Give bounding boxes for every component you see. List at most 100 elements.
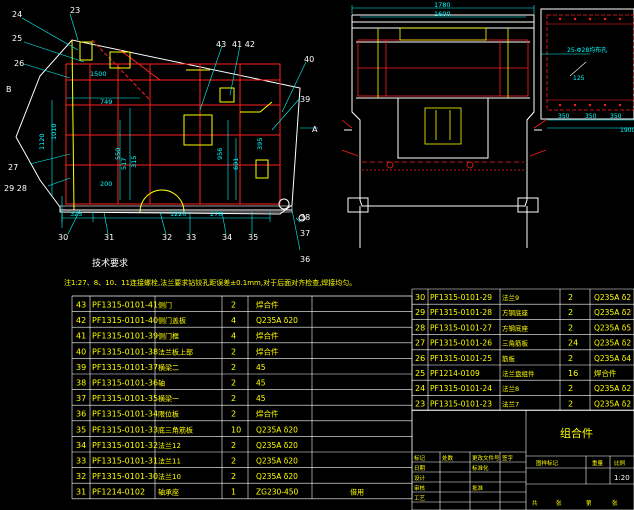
balloon-A: A: [312, 125, 318, 134]
bom-material: 45: [256, 363, 266, 372]
title-block-label: 日期: [414, 465, 426, 472]
title-block-header: 比例: [614, 459, 626, 467]
balloon-39: 39: [300, 95, 310, 104]
balloon-26: 26: [14, 59, 24, 68]
title-block-label: 签字: [502, 454, 514, 462]
bom-code: PF1315-0101-32: [92, 441, 158, 450]
dim-749: 749: [100, 98, 112, 106]
section-title: 技术要求: [92, 257, 128, 269]
bom-code: PF1214-0102: [92, 488, 145, 497]
balloon-38: 38: [300, 213, 310, 222]
bom-no: 36: [76, 410, 86, 419]
bom-material: Q235A δ4: [594, 354, 631, 363]
bom-name: 法兰9: [502, 293, 519, 302]
bom-qty: 2: [568, 384, 573, 393]
title-block-label: 更改文件号: [472, 454, 500, 462]
title-block-header: 共: [532, 499, 538, 507]
bom-qty: 2: [568, 399, 573, 408]
bom-name: 底三角筋板: [158, 425, 193, 434]
balloon-40: 40: [304, 55, 314, 64]
bom-material: Q235A δ2: [594, 339, 631, 348]
bom-no: 33: [76, 457, 86, 466]
bom-qty: 1: [231, 488, 236, 497]
bom-code: PF1315-0101-39: [92, 332, 158, 341]
balloon-43: 43: [216, 40, 226, 49]
detail-dim-350-b: 350: [585, 113, 597, 120]
bom-no: 37: [76, 394, 86, 403]
bom-no: 30: [415, 293, 425, 302]
detail-dim-350-c: 350: [610, 113, 622, 120]
bom-no: 42: [76, 316, 86, 325]
bom-no: 25: [415, 369, 425, 378]
title-block-header: 重量: [592, 459, 604, 467]
title-block-label: 工艺: [414, 495, 426, 502]
bom-code: PF1315-0101-31: [92, 457, 158, 466]
bom-no: 26: [415, 354, 425, 363]
bom-material: Q235A δ20: [256, 425, 298, 434]
bom-material: 焊合件: [256, 300, 279, 310]
bom-name: 限位板: [158, 410, 179, 419]
bom-material: ZG230-450: [256, 488, 299, 497]
bom-code: PF1214-0109: [430, 369, 480, 378]
bom-material: Q235A δ20: [256, 457, 298, 466]
dim-325: 325: [70, 210, 82, 218]
bom-no: 39: [76, 363, 86, 372]
dim-1120: 1120: [38, 133, 46, 150]
dim-1500: 1500: [90, 70, 107, 78]
bom-name: 法兰板上部: [158, 347, 193, 356]
bom-no: 23: [415, 399, 425, 408]
balloon-B: B: [6, 85, 12, 94]
bom-name: 方钢底座: [502, 308, 529, 317]
title-block-label: 处数: [442, 454, 454, 462]
bom-code: PF1315-0101-25: [430, 354, 492, 363]
bom-name: 法兰10: [158, 472, 181, 481]
bom-material: Q235A δ2: [594, 293, 631, 302]
bom-name: 横梁二: [158, 363, 179, 372]
title-block: 组合件 1:20 标记处数更改文件号签字日期设计标准化审核工艺批准 图样标记重量…: [411, 409, 634, 510]
bom-qty: 4: [231, 332, 236, 341]
bom-code: PF1315-0101-28: [430, 308, 492, 317]
dim-395: 395: [256, 138, 264, 150]
title-block-label: 批准: [472, 484, 484, 492]
front-view: 1780 1600: [341, 1, 547, 248]
balloon-32: 32: [162, 233, 172, 242]
bom-qty: 2: [231, 457, 236, 466]
detail-hole-label: 25-Φ28均布孔: [567, 46, 607, 54]
dim-1220: 1220: [170, 210, 187, 218]
bom-no: 43: [76, 301, 86, 310]
dim-517: 517: [120, 158, 128, 170]
bom-no: 29: [415, 308, 425, 317]
bom-qty: 2: [231, 394, 236, 403]
bom-material: Q235A δ2: [594, 399, 631, 408]
bom-qty: 2: [231, 347, 236, 356]
dim-956: 956: [216, 148, 224, 160]
bom-material: 焊合件: [256, 346, 279, 356]
detail-dim-350-a: 350: [558, 113, 570, 120]
bom-code: PF1315-0101-38: [92, 347, 158, 356]
detail-dim-125: 125: [573, 75, 585, 82]
bom-material: Q235A δ2: [594, 384, 631, 393]
bom-no: 38: [76, 379, 86, 388]
bom-qty: 2: [231, 441, 236, 450]
bom-material: 焊合件: [594, 368, 617, 378]
bom-name: 侧门框: [158, 332, 179, 341]
title-block-label: 标记: [414, 454, 426, 462]
dim-200: 200: [100, 180, 112, 188]
bom-material: 焊合件: [256, 409, 279, 419]
title-block-header: 图样标记: [536, 459, 559, 467]
balloon-27: 27: [8, 163, 18, 172]
dim-550: 550: [114, 148, 122, 160]
bom-no: 28: [415, 323, 425, 332]
bom-name: 筋板: [502, 354, 516, 363]
